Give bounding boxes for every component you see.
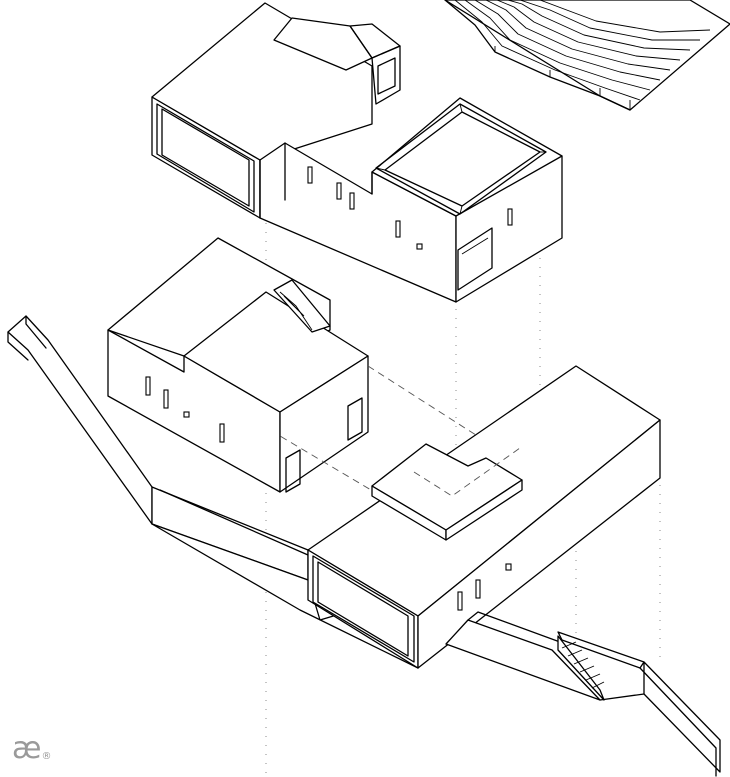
upper-floor-volume — [151, 2, 563, 303]
registered-icon: ® — [41, 751, 52, 762]
terraced-steps — [444, 0, 730, 111]
ground-floor-volume — [7, 237, 721, 777]
logo: æ ® — [12, 732, 51, 766]
logo-mark: æ — [12, 731, 41, 766]
